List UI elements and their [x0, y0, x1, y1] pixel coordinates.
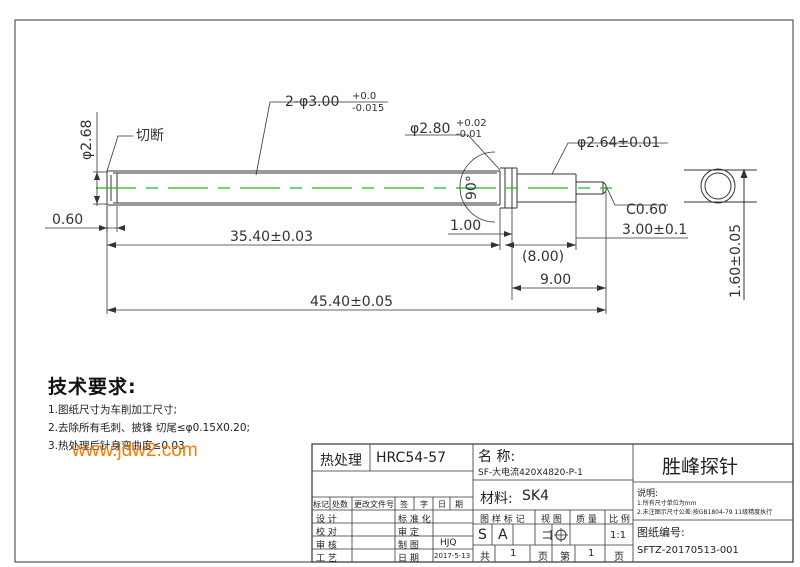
rev-header: 日	[438, 500, 446, 509]
drawing-no: SFTZ-20170513-001	[637, 545, 739, 556]
role-label: 工 艺	[316, 554, 337, 564]
dim-body-tol-up: +0.0	[352, 91, 376, 102]
mid-role-label: 制 图	[398, 541, 419, 551]
stage-header: 质 量	[576, 515, 597, 525]
dim-neck-diameter: φ2.80	[410, 121, 450, 137]
sheet-frame	[14, 19, 794, 563]
scale-value: 1:1	[610, 530, 627, 541]
dim-chamfer: C0.60	[626, 202, 667, 218]
role-label: 校 对	[316, 528, 337, 538]
dim-total-length: 45.40±0.05	[310, 294, 393, 310]
drawing-no-label: 图纸编号:	[637, 526, 685, 539]
heat-treatment-value: HRC54-57	[376, 450, 447, 466]
stage-mark: S	[478, 527, 487, 543]
remark-item: 1.所有尺寸单位为mm	[637, 500, 697, 507]
sheet-number: 1	[588, 548, 595, 559]
dim-end-view: 1.60±0.05	[728, 224, 744, 298]
dim-body-length: 35.40±0.03	[230, 229, 313, 245]
dim-tip-diameter: φ2.64±0.01	[577, 135, 660, 151]
dim-angle: 90°	[464, 175, 480, 200]
mid-role-label: 审 定	[398, 528, 419, 538]
dim-neck-tol-down: -0.01	[456, 129, 482, 140]
material-label: 材料:	[480, 491, 513, 507]
dim-body-tol-down: -0.015	[352, 103, 384, 114]
stage-mark: A	[498, 527, 508, 543]
heat-treatment-label: 热处理	[320, 453, 362, 469]
sheets-label: 页	[614, 552, 624, 563]
notes-title: 技术要求:	[48, 376, 137, 398]
name-label: 名 称:	[478, 449, 516, 465]
dim-neck-tol-up: +0.02	[456, 118, 487, 129]
name-value: SF-大电流420X4820-P-1	[478, 468, 583, 478]
title-block-grid	[311, 443, 794, 563]
rev-header: 签	[400, 500, 408, 509]
note-item: 3.热处理后针身弯曲度≤0.03	[48, 440, 185, 452]
rev-header: 字	[420, 500, 428, 509]
dim-collar-length: 1.00	[450, 218, 481, 234]
sheets-total: 1	[510, 548, 517, 559]
rev-header: 更改文件号	[354, 500, 394, 509]
rev-header: 标记	[313, 500, 329, 509]
sheets-label: 页	[538, 552, 548, 563]
note-item: 2.去除所有毛刺、披锋 切尾≤φ0.15X0.20;	[48, 422, 251, 434]
dim-cut-diameter: φ2.68	[79, 120, 95, 160]
sheets-label: 第	[560, 552, 570, 563]
dim-neck-length: 9.00	[540, 272, 571, 288]
note-item: 1.图纸尺寸为车削加工尺寸;	[48, 404, 178, 416]
dimension-lines	[45, 101, 688, 314]
remark-item: 2.未注图示尺寸公差:按GB1804-79 11级精度执行	[637, 509, 773, 516]
end-view	[684, 168, 757, 300]
watermark: www.jdw2.com	[72, 440, 198, 461]
sheets-label: 共	[480, 552, 490, 563]
stage-header: 图 样 标 记	[480, 515, 525, 525]
dimension-arrows	[94, 172, 606, 313]
rev-header: 期	[455, 500, 463, 509]
mid-role-label: 标 准 化	[398, 515, 431, 525]
company-name: 胜峰探针	[662, 456, 739, 478]
dim-body-diameter: 2-φ3.00	[285, 94, 339, 110]
role-label: 审 核	[316, 541, 337, 551]
role-label: 设 计	[316, 515, 337, 525]
drawn-by: HJQ	[440, 538, 457, 548]
drawing-date: 2017-5-13	[434, 552, 471, 560]
remarks-title: 说明:	[637, 489, 659, 499]
stage-header: 视 图	[541, 515, 562, 525]
dim-tip-length: 3.00±0.1	[622, 222, 687, 238]
rev-header: 处数	[332, 500, 348, 509]
stage-header: 比 例	[609, 515, 630, 525]
cut-label: 切断	[136, 128, 164, 144]
dim-cut-length: 0.60	[52, 212, 83, 228]
mid-role-label: 日 期	[398, 554, 419, 564]
dim-ref-length: (8.00)	[522, 249, 564, 265]
material-value: SK4	[522, 488, 549, 504]
projection-symbol-icon	[543, 528, 568, 542]
